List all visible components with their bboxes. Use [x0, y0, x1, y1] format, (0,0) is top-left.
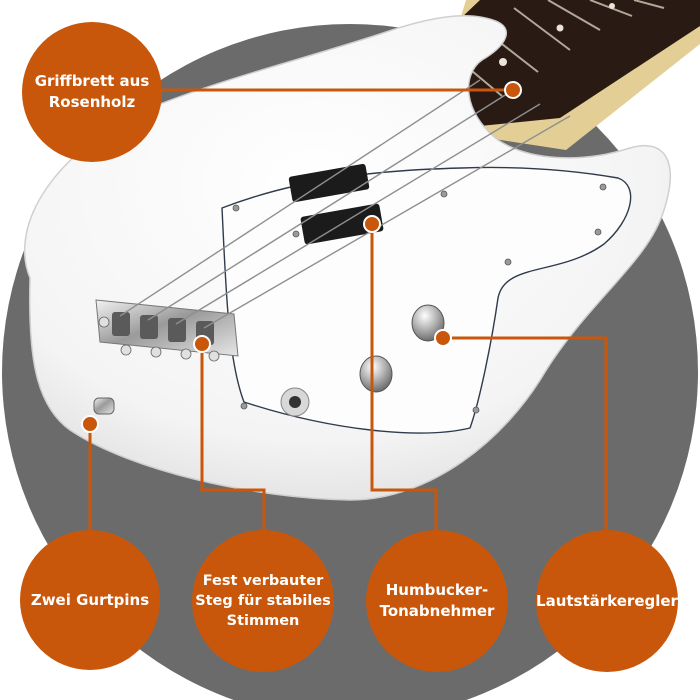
leader-dots [81, 81, 522, 433]
callout-volume: Lautstärkeregler [536, 530, 678, 672]
callout-pickup: Humbucker- Tonabnehmer [366, 530, 508, 672]
callout-circles [20, 22, 678, 672]
callout-strap-pins-label: Zwei Gurtpins [30, 590, 150, 609]
callout-bridge-label: Fest verbauter Steg für stabiles Stimmen [195, 572, 331, 630]
callout-fretboard-label: Griffbrett aus Rosenholz [34, 72, 150, 111]
volume-knobs [359, 304, 445, 393]
callout-fretboard: Griffbrett aus Rosenholz [22, 22, 162, 162]
strings [119, 79, 571, 329]
callout-bridge: Fest verbauter Steg für stabiles Stimmen [192, 530, 334, 672]
callout-volume-label: Lautstärkeregler [536, 591, 678, 610]
leader-lines [88, 88, 608, 532]
callout-pickup-label: Humbucker- Tonabnehmer [379, 581, 495, 620]
callout-strap-pins: Zwei Gurtpins [20, 530, 160, 670]
strap-pin [93, 397, 115, 415]
output-jack [280, 387, 310, 417]
